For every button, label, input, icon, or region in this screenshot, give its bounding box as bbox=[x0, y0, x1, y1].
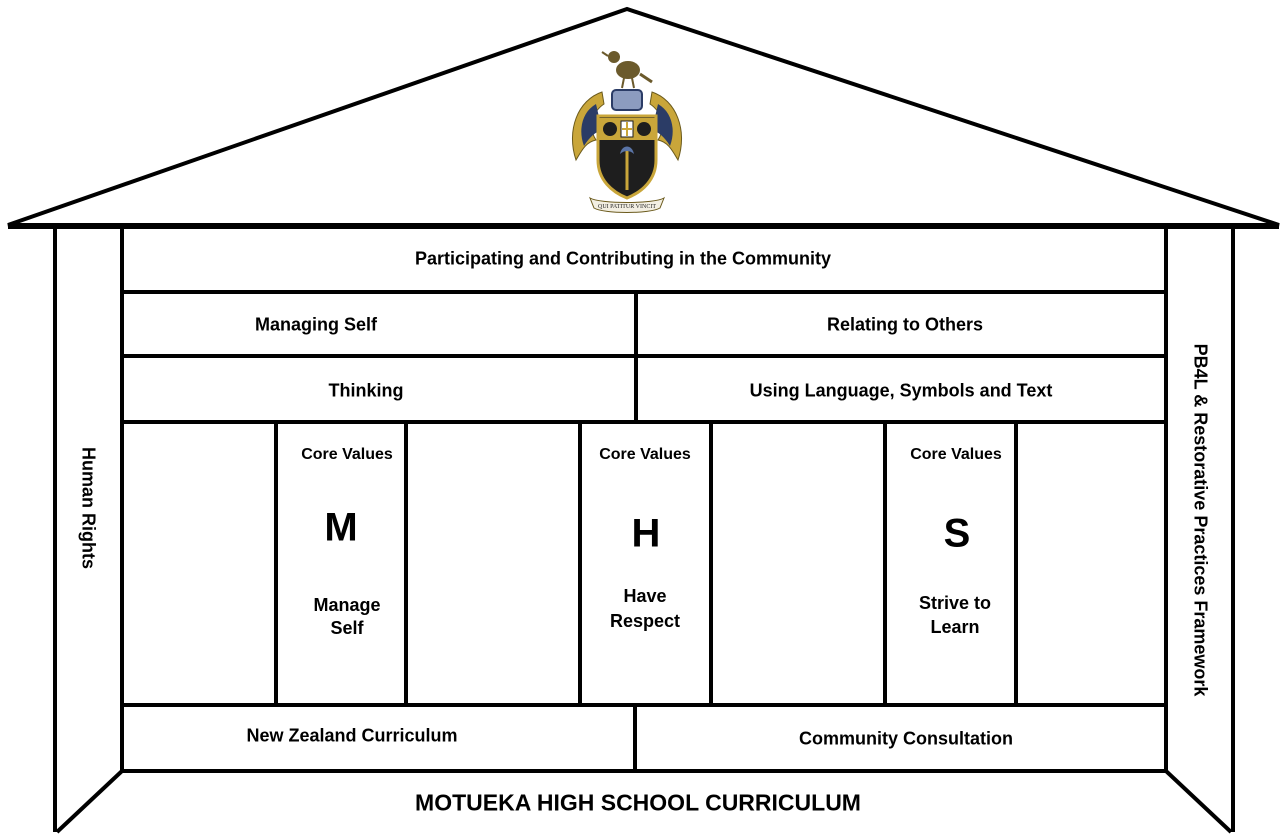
foundation-title: MOTUEKA HIGH SCHOOL CURRICULUM bbox=[415, 789, 861, 816]
core-value-line1-s: Strive to bbox=[918, 593, 992, 613]
new-zealand-curriculum-label: New Zealand Curriculum bbox=[246, 725, 458, 746]
core-value-letter-m: M bbox=[324, 505, 358, 550]
human-rights-pillar-label: Human Rights bbox=[78, 446, 99, 570]
core-values-header-m: Core Values bbox=[301, 446, 393, 463]
relating-to-others-label: Relating to Others bbox=[826, 314, 984, 335]
core-value-line2-h: Respect bbox=[609, 611, 681, 631]
thinking-label: Thinking bbox=[328, 380, 404, 401]
core-value-line2-m: Self bbox=[330, 618, 364, 638]
pb4l-pillar-label: PB4L & Restorative Practices Framework bbox=[1190, 343, 1211, 697]
core-value-line2-s: Learn bbox=[930, 617, 980, 637]
core-value-line1-h: Have bbox=[623, 586, 667, 606]
core-value-letter-h: H bbox=[631, 511, 661, 556]
core-values-header-h: Core Values bbox=[599, 446, 691, 463]
core-value-letter-s: S bbox=[943, 511, 971, 556]
school-crest-icon: QUI PATITUR VINCIT bbox=[572, 51, 682, 213]
crest-motto: QUI PATITUR VINCIT bbox=[598, 204, 656, 210]
managing-self-label: Managing Self bbox=[254, 314, 378, 335]
core-values-header-s: Core Values bbox=[910, 446, 1002, 463]
community-consultation-label: Community Consultation bbox=[799, 728, 1013, 749]
using-language-label: Using Language, Symbols and Text bbox=[749, 380, 1053, 401]
participating-contributing-label: Participating and Contributing in the Co… bbox=[415, 248, 831, 269]
core-value-line1-m: Manage bbox=[313, 595, 381, 615]
